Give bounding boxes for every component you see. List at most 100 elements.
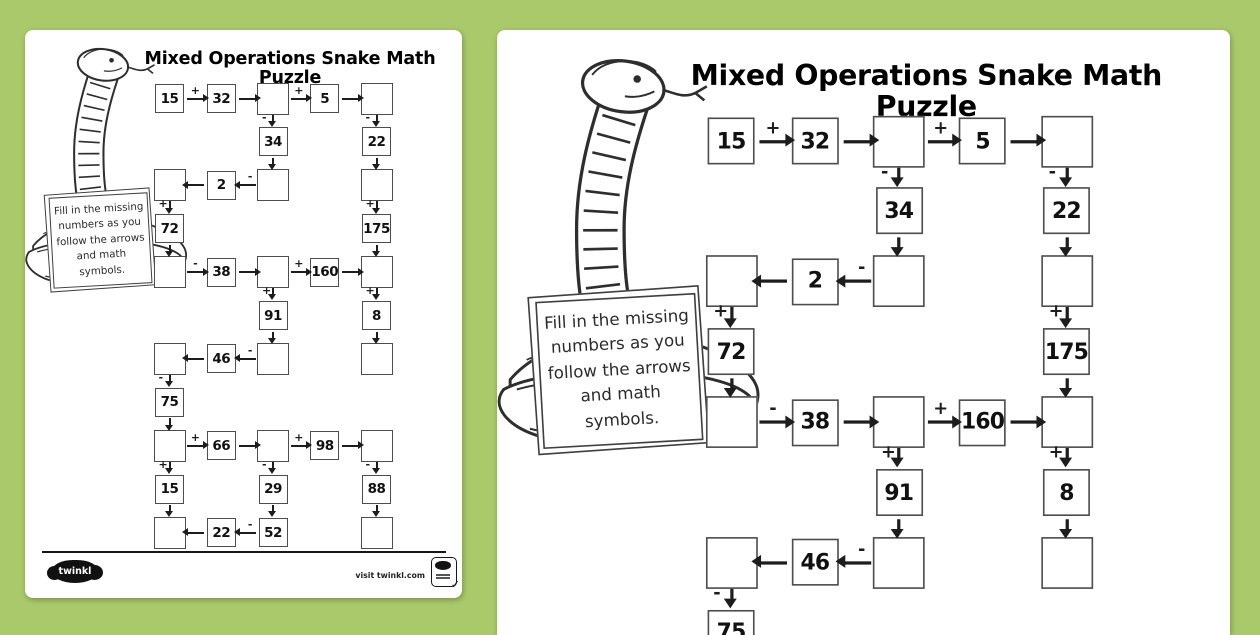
number-box: 160 xyxy=(310,257,340,287)
number-box: 34 xyxy=(258,127,288,157)
twinkl-logo-icon: twinkl xyxy=(47,560,103,583)
arrow-left-icon xyxy=(182,354,204,363)
operator-plus-sign: + xyxy=(365,284,375,298)
box-number: 2 xyxy=(807,268,823,295)
number-box: 34 xyxy=(875,187,923,235)
answer-box xyxy=(257,429,289,462)
arrow-down-icon xyxy=(371,244,380,258)
box-number: 175 xyxy=(1044,338,1089,365)
answer-box xyxy=(153,429,186,462)
arrow-right-icon xyxy=(1010,133,1046,147)
operator-plus-sign: + xyxy=(262,284,272,298)
arrow-down-icon: - xyxy=(262,459,277,475)
arrow-down-icon xyxy=(371,505,380,519)
arrow-down-icon: - xyxy=(881,162,905,189)
box-number: 98 xyxy=(315,437,334,454)
arrow-left-icon xyxy=(182,180,204,189)
answer-box xyxy=(257,169,289,202)
box-number: 160 xyxy=(311,264,339,281)
badge-text-line xyxy=(436,574,450,576)
arrow-left-icon xyxy=(751,555,787,569)
snake-head xyxy=(580,58,708,114)
operator-minus-sign: - xyxy=(262,110,267,124)
arrow-right-icon: + xyxy=(927,400,962,428)
box-number: 29 xyxy=(264,481,282,498)
number-box: 8 xyxy=(362,301,391,330)
box-number: 160 xyxy=(960,409,1005,436)
number-box: 8 xyxy=(1042,469,1090,516)
operator-minus-sign: - xyxy=(158,370,164,384)
number-box: 5 xyxy=(310,84,340,113)
number-box: 75 xyxy=(155,387,184,417)
box-number: 22 xyxy=(367,133,386,150)
box-number: 46 xyxy=(212,350,231,367)
badge-text-line xyxy=(436,577,450,579)
arrow-down-icon xyxy=(164,505,173,519)
answer-box xyxy=(872,396,925,449)
box-number: 8 xyxy=(1059,479,1074,506)
arrow-left-icon: - xyxy=(835,259,871,288)
answer-box xyxy=(360,256,393,289)
arrow-right-icon: + xyxy=(187,85,209,102)
snake-eye xyxy=(633,75,641,83)
worksheet-preview-zoomed: Mixed Operations Snake Math Puzzle Fill … xyxy=(497,30,1230,635)
number-box: 175 xyxy=(362,214,391,244)
arrow-down-icon xyxy=(1058,518,1072,540)
operator-plus-sign: + xyxy=(880,441,896,463)
number-box: 5 xyxy=(959,117,1007,165)
operator-plus-sign: + xyxy=(190,83,200,97)
arrow-right-icon xyxy=(238,267,261,276)
arrow-down-icon xyxy=(723,377,737,399)
answer-box xyxy=(1040,115,1093,167)
arrow-right-icon: + xyxy=(290,85,312,102)
snake-tongue xyxy=(126,64,155,75)
arrow-down-icon: + xyxy=(881,443,905,470)
number-box: 98 xyxy=(310,431,340,461)
box-number: 15 xyxy=(716,128,747,154)
answer-box xyxy=(1040,396,1093,449)
footer-divider xyxy=(42,551,446,554)
arrow-down-icon: + xyxy=(713,303,737,329)
operator-plus-sign: + xyxy=(365,197,375,211)
answer-box xyxy=(360,342,393,375)
arrow-down-icon: + xyxy=(262,285,277,302)
answer-box xyxy=(153,516,186,549)
arrow-down-icon: + xyxy=(1049,443,1072,470)
arrow-down-icon xyxy=(1058,237,1072,259)
operator-minus-sign: - xyxy=(857,538,866,560)
number-box: 75 xyxy=(707,609,755,635)
operator-plus-sign: + xyxy=(1048,301,1064,323)
operator-minus-sign: - xyxy=(193,257,198,271)
arrow-left-icon: - xyxy=(233,519,256,536)
worksheet-title: Mixed Operations Snake Math Puzzle xyxy=(690,60,1163,125)
number-box: 66 xyxy=(206,431,236,461)
box-number: 88 xyxy=(367,481,386,498)
box-number: 8 xyxy=(372,307,381,324)
badge-checkmark-icon: ✓ xyxy=(450,578,460,591)
arrow-right-icon: + xyxy=(290,432,312,450)
answer-box xyxy=(360,169,393,202)
arrow-right-icon: + xyxy=(927,118,962,147)
operator-plus-sign: + xyxy=(933,397,949,419)
arrow-down-icon xyxy=(268,331,277,345)
box-number: 46 xyxy=(800,549,830,576)
answer-box xyxy=(872,536,925,589)
box-number: 175 xyxy=(363,220,390,237)
operator-minus-sign: - xyxy=(857,257,866,279)
twinkl-logo-text: twinkl xyxy=(58,566,92,577)
answer-box xyxy=(360,429,393,462)
answer-box xyxy=(360,82,393,115)
operator-minus-sign: - xyxy=(769,397,777,419)
number-box: 29 xyxy=(258,474,288,504)
arrow-right-icon xyxy=(843,133,878,147)
number-box: 46 xyxy=(206,344,236,374)
operator-plus-sign: + xyxy=(158,457,168,471)
worksheet-preview-full-page: Mixed Operations Snake Math Puzzle Fill … xyxy=(25,30,462,598)
arrow-down-icon: - xyxy=(1049,162,1072,189)
answer-box xyxy=(153,342,186,375)
operator-minus-sign: - xyxy=(262,457,267,471)
puzzle-area: 1532534222721753816091846756698152988225… xyxy=(497,30,1205,635)
badge-cloud-icon xyxy=(435,561,451,570)
box-number: 91 xyxy=(884,479,914,506)
